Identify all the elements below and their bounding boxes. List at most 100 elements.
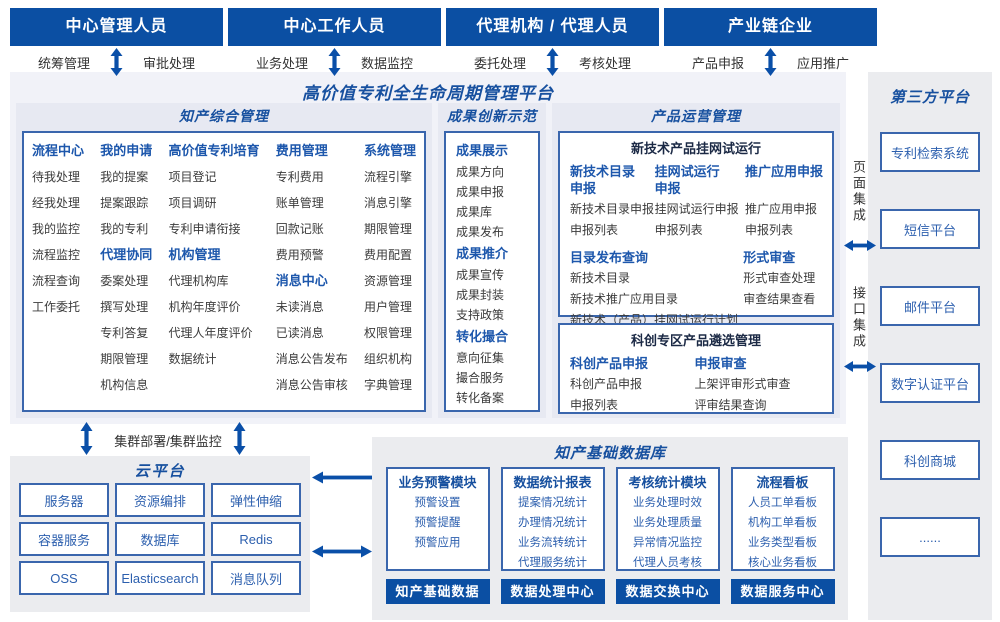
section-product-operation: 产品运营管理 新技术产品挂网试运行 新技术目录申报 新技术目录申报申报列表 挂网… [552,103,840,418]
list-item: 新技术目录 [570,271,631,285]
subbox-row: 目录发布查询 新技术目录新技术推广应用目录新技术（产品）挂网试运行计划 形式审查… [560,241,832,331]
cloud-title: 云平台 [134,463,186,480]
group-items: 形式审查处理审查结果查看 [743,268,824,310]
list-item: 推广应用申报 [744,202,817,216]
module-alert: 业务预警模块 预警设置预警提醒预警应用 知产基础数据 [385,467,490,604]
list-item: 提案跟踪 [100,196,149,210]
subbox-title: 新技术产品挂网试运行 [630,141,761,156]
group-items: 新技术目录新技术推广应用目录新技术（产品）挂网试运行计划 [570,268,743,331]
platform-container: 高价值专利全生命周期管理平台 知产综合管理 流程中心 待我处理经我处理我的监控流… [10,72,846,424]
list-item: 未读消息 [275,300,324,314]
module-kanban: 流程看板 人员工单看板机构工单看板业务类型看板核心业务看板 数据服务中心 [730,467,835,604]
group-header: 系统管理 [363,143,416,158]
list-item: 核心业务看板 [748,557,817,569]
module-items: 业务处理时效业务处理质量异常情况监控代理人员考核 [618,493,718,573]
role-action-label: 审批处理 [143,56,196,71]
role-group-center-staff: 中心工作人员 业务处理 数据监控 [228,8,441,76]
horizontal-double-arrow-icon [844,361,876,372]
list-item: 资源编排 [115,483,205,517]
role-header: 代理机构 / 代理人员 [446,8,659,46]
group-header: 申报审查 [694,356,747,371]
list-item: 专利申请衔接 [168,222,241,236]
horizontal-double-arrow-icon [312,545,372,558]
platform-title: 高价值专利全生命周期管理平台 [302,84,554,103]
group-header: 费用管理 [275,143,328,158]
group: 科创产品申报 科创产品申报申报列表 [570,352,695,416]
list-item: 办理情况统计 [518,517,587,529]
list-item: 短信平台 [880,209,980,249]
database-modules: 业务预警模块 预警设置预警提醒预警应用 知产基础数据 数据统计报表 提案情况统计… [372,467,848,604]
module-assessment: 考核统计模块 业务处理时效业务处理质量异常情况监控代理人员考核 数据交换中心 [615,467,720,604]
role-action-label: 统筹管理 [37,56,90,71]
left-arrow-icon [312,471,372,484]
list-item: 申报列表 [654,223,703,237]
list-item: 成果封装 [456,288,505,302]
column: 系统管理 流程引擎消息引擎期限管理费用配置资源管理用户管理权限管理组织机构字典管… [364,138,416,405]
group-items: 项目登记项目调研专利申请衔接 [168,164,259,242]
list-item: 项目登记 [168,170,217,184]
role-action-label: 应用推广 [797,56,850,71]
group-items: 新技术目录申报申报列表 [570,199,655,241]
list-item: 机构信息 [100,378,149,392]
list-item: 费用配置 [363,248,412,262]
list-item: 成果库 [456,205,493,219]
role-group-industry: 产业链企业 产品申报 应用推广 [664,8,877,76]
cluster-label: 集群部署/集群监控 [114,434,222,449]
list-item: 弹性伸缩 [211,483,301,517]
group-header: 目录发布查询 [570,250,649,265]
list-item: 经我处理 [32,196,81,210]
list-item: 申报列表 [570,223,619,237]
list-item: 专利费用 [275,170,324,184]
ip-base-database: 知产基础数据库 业务预警模块 预警设置预警提醒预警应用 知产基础数据 数据统计报… [372,437,848,620]
list-item: 资源管理 [363,274,412,288]
list-item: 费用预警 [275,248,324,262]
list-item: 挂网试运行申报 [654,202,739,216]
subbox-title: 科创专区产品遴选管理 [630,333,761,348]
list-item: 已读消息 [275,326,324,340]
list-item: 专利检索系统 [880,132,980,172]
list-item: 申报列表 [744,223,793,237]
page-integration-label: 页面集成 [851,160,866,224]
list-item: OSS [19,561,109,595]
group-items: 未读消息已读消息消息公告发布消息公告审核 [276,294,348,398]
list-item: 科创产品申报 [570,377,643,391]
list-item: 机构工单看板 [748,517,817,529]
list-item: 我的监控 [32,222,81,236]
list-item: 成果方向 [456,165,505,179]
list-item: 异常情况监控 [633,537,702,549]
role-action-label: 考核处理 [579,56,632,71]
list-item: 成果发布 [456,225,505,239]
module-bar: 数据服务中心 [730,579,835,604]
group-items: 委案处理撰写处理专利答复期限管理机构信息 [100,268,152,398]
group-header: 我的申请 [100,143,153,158]
third-party-boxes: 专利检索系统短信平台邮件平台数字认证平台科创商城...... [868,132,992,557]
group-items: 专利费用账单管理回款记账费用预警 [276,164,348,268]
list-item: 消息队列 [211,561,301,595]
list-item: 组织机构 [363,352,412,366]
subbox-sci-tech-selection: 科创专区产品遴选管理 科创产品申报 科创产品申报申报列表 申报审查 上架评审形式… [558,323,834,414]
group-items: 我的提案提案跟踪我的专利 [100,164,152,242]
list-item: 申报列表 [570,398,619,412]
group-header: 代理协同 [100,247,153,262]
list-item: 撮合服务 [456,371,505,385]
module-items: 预警设置预警提醒预警应用 [388,493,488,553]
list-item: 评审结果查询 [694,398,767,412]
section-title: 知产综合管理 [179,108,269,124]
list-item: 成果宣传 [456,268,505,282]
list-item: 业务处理时效 [633,497,702,509]
role-header: 产业链企业 [664,8,877,46]
list-item: Redis [211,522,301,556]
list-item: 上架评审形式审查 [694,377,791,391]
group-header: 高价值专利培育 [168,143,260,158]
column: 费用管理 专利费用账单管理回款记账费用预警 消息中心 未读消息已读消息消息公告发… [276,138,348,405]
list-item: ...... [880,517,980,557]
list-item: 代理机构库 [168,274,229,288]
list-item: 数据库 [115,522,205,556]
list-item: 撰写处理 [100,300,149,314]
module-box: 业务预警模块 预警设置预警提醒预警应用 [385,467,490,571]
group-items: 成果方向成果申报成果库成果发布 [456,162,538,242]
column: 流程中心 待我处理经我处理我的监控流程监控流程查询工作委托 [32,138,84,405]
role-action-label: 数据监控 [361,56,414,71]
